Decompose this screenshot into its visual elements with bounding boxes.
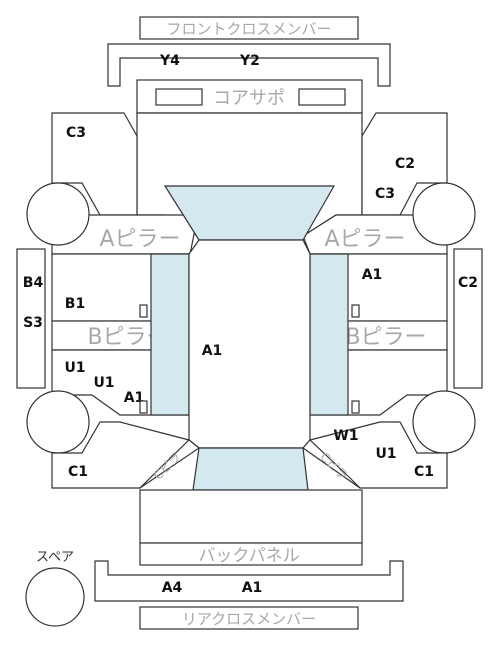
- code-c1-right: C1: [414, 464, 434, 480]
- code-b1: B1: [65, 296, 85, 312]
- code-u1-left-2: U1: [93, 375, 114, 391]
- code-y2: Y2: [239, 53, 260, 69]
- front-left-wheel: [26, 182, 90, 246]
- core-support-label: コアサポ: [213, 88, 285, 109]
- code-a1-left-lower: A1: [124, 390, 145, 406]
- c-pillar-left-panel: [139, 439, 201, 489]
- code-w1: W1: [333, 428, 358, 444]
- rear-right-quarter-panel: [308, 421, 448, 489]
- spare-label: スペア: [36, 550, 74, 565]
- front-cross-member-box: [139, 16, 359, 40]
- c-pillar-right-panel: [302, 439, 361, 489]
- code-y4: Y4: [159, 53, 180, 69]
- front-left-door-handle: [139, 304, 148, 318]
- rear-bumper-bracket: [94, 560, 404, 602]
- code-a4: A4: [162, 580, 183, 596]
- front-bumper-bracket: [107, 43, 391, 87]
- trunk-panel: [139, 489, 363, 544]
- rear-right-wheel: [412, 390, 476, 454]
- left-side-window: [150, 253, 190, 416]
- rear-window-glass: [192, 447, 309, 491]
- code-b4: B4: [23, 275, 44, 291]
- front-cross-member-label: フロントクロスメンバー: [166, 20, 331, 38]
- rear-left-quarter-panel: [51, 421, 191, 489]
- rear-left-door-handle: [139, 400, 148, 414]
- b-pillar-right-label: Bピラー: [345, 325, 426, 350]
- code-c2-top-right: C2: [395, 156, 415, 172]
- code-c3-top-left: C3: [66, 125, 86, 141]
- core-support-left-slot: [155, 88, 203, 106]
- rear-cross-member-label: リアクロスメンバー: [182, 610, 316, 628]
- a-pillar-right-label: Aピラー: [324, 227, 405, 252]
- front-right-wheel: [412, 182, 476, 246]
- right-side-skirt: [453, 248, 483, 389]
- code-c2-right: C2: [458, 275, 478, 291]
- rear-right-door-handle: [351, 400, 360, 414]
- spare-tire: [25, 567, 85, 627]
- front-right-fender: [361, 112, 448, 216]
- code-s3: S3: [23, 315, 43, 331]
- back-panel-label: バックパネル: [198, 546, 299, 566]
- right-side-window: [309, 253, 349, 416]
- code-u1-left: U1: [64, 360, 85, 376]
- code-a1-rear: A1: [242, 580, 263, 596]
- left-side-skirt: [16, 248, 46, 389]
- code-c3-top-right: C3: [375, 186, 395, 202]
- code-a1-right-door: A1: [362, 267, 383, 283]
- code-a1-roof: A1: [202, 343, 223, 359]
- a-pillar-left-label: Aピラー: [99, 227, 180, 252]
- front-right-door-handle: [351, 304, 360, 318]
- code-u1-right: U1: [375, 446, 396, 462]
- core-support-right-slot: [298, 88, 346, 106]
- back-panel-box: [139, 542, 363, 566]
- code-c1-left: C1: [68, 464, 88, 480]
- rear-cross-member-box: [139, 606, 359, 630]
- rear-left-wheel: [26, 390, 90, 454]
